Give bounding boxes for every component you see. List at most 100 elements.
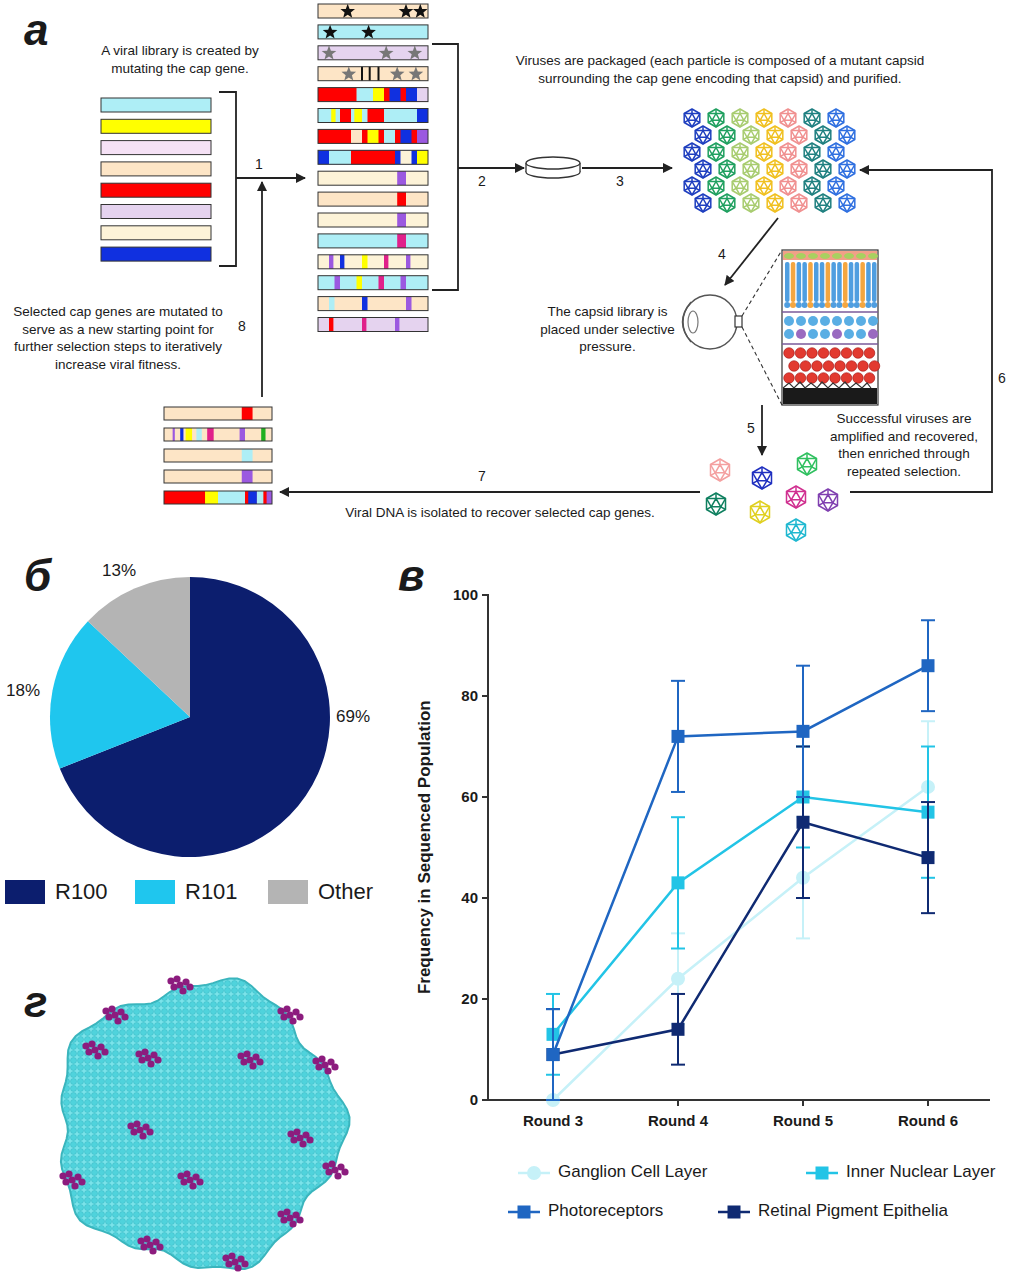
capsid-edge <box>751 171 755 178</box>
retina-cell <box>832 253 842 259</box>
data-marker <box>518 1206 531 1219</box>
virus-icon <box>780 177 796 195</box>
legend-text: R101 <box>185 879 238 905</box>
capsid-edge <box>843 171 847 178</box>
capsid-edge <box>760 120 764 127</box>
virus-icon <box>828 109 844 127</box>
axis-tick <box>482 695 488 697</box>
data-marker <box>672 876 685 889</box>
gene-segment <box>362 255 368 269</box>
photoreceptor <box>796 302 802 308</box>
capsid-edge <box>684 147 692 149</box>
capsid-edge <box>764 147 772 149</box>
gene-bar <box>101 183 211 197</box>
capsid-edge <box>727 137 731 144</box>
capsid-facet <box>771 165 779 172</box>
capsid-edge <box>753 481 758 484</box>
gene-segment <box>331 109 335 123</box>
retina-cell <box>841 373 852 384</box>
surface-patch <box>277 1007 284 1014</box>
capsid-edge <box>743 130 751 132</box>
retina-cell <box>853 373 864 384</box>
capsid-facet <box>795 165 803 172</box>
capsid-edge <box>833 495 838 503</box>
retina-cell <box>789 361 800 372</box>
error-cap <box>671 993 685 995</box>
capsid-edge <box>823 503 828 511</box>
virus-icon <box>751 501 770 523</box>
capsid-edge <box>819 205 823 212</box>
capsid-edge <box>823 171 827 178</box>
surface-patch <box>149 1247 156 1254</box>
capsid-facet <box>808 148 816 155</box>
capsid-edge <box>823 137 827 144</box>
legend-swatch <box>5 880 45 904</box>
capsid-edge <box>723 205 727 212</box>
mutation-line <box>369 67 371 81</box>
capsid-edge <box>723 137 727 144</box>
zoom-line <box>742 327 782 405</box>
capsid-edge <box>807 467 812 475</box>
gene-segment <box>384 129 395 143</box>
capsid-edge <box>798 467 803 470</box>
capsid-edge <box>756 148 760 155</box>
capsid-edge <box>812 154 816 161</box>
gene-outline <box>318 255 428 269</box>
error-cap <box>921 619 935 621</box>
virus-icon <box>684 109 700 127</box>
gene-segment <box>417 109 428 123</box>
capsid-edge <box>847 171 851 178</box>
capsid-edge <box>727 171 731 178</box>
capsid-edge <box>796 533 801 541</box>
step-number: 5 <box>746 420 756 437</box>
capsid-outline <box>732 177 748 195</box>
retina-cell <box>844 316 854 326</box>
capsid-edge <box>708 182 712 189</box>
capsid-edge <box>816 114 820 121</box>
panel-letter: г <box>24 980 47 1024</box>
capsid-edge <box>708 114 712 121</box>
capsid-edge <box>753 472 763 474</box>
capsid-edge <box>695 130 703 132</box>
error-cap <box>921 912 935 914</box>
gene-segment <box>340 109 351 123</box>
capsid-edge <box>784 188 788 195</box>
capsid-outline <box>767 160 783 178</box>
capsid-edge <box>767 199 771 206</box>
retina-cell <box>800 361 811 372</box>
capsid-outline <box>828 109 844 127</box>
capsid-edge <box>787 491 797 493</box>
pie-percent: 18% <box>6 681 40 701</box>
data-marker <box>816 1167 829 1180</box>
capsid-edge <box>755 515 760 523</box>
capsid-edge <box>832 120 836 127</box>
surface-patch <box>322 1162 329 1169</box>
capsid-edge <box>843 137 847 144</box>
capsid-outline <box>708 143 724 161</box>
legend-text: Retinal Pigment Epithelia <box>758 1201 948 1221</box>
error-cap <box>921 720 935 722</box>
capsid-edge <box>804 181 812 183</box>
capsid-edge <box>756 114 760 121</box>
capsid-edge <box>771 171 775 178</box>
capsid-edge <box>760 515 765 523</box>
capsid-facet <box>819 131 827 138</box>
capsid-edge <box>719 459 721 465</box>
gene-segment <box>417 88 428 102</box>
retina-cell <box>846 361 857 372</box>
culture-dish <box>526 157 580 169</box>
capsid-edge <box>851 165 855 172</box>
gene-segment <box>406 255 410 269</box>
capsid-edge <box>812 188 816 195</box>
capsid-edge <box>731 131 735 138</box>
capsid-edge <box>744 182 748 189</box>
capsid-edge <box>803 165 807 172</box>
star-mark <box>340 4 355 18</box>
gene-segment <box>329 255 333 269</box>
tick-label: 0 <box>420 1091 478 1109</box>
gene-segment <box>401 129 412 143</box>
capsid-facet <box>832 148 840 155</box>
axis-tick <box>482 594 488 596</box>
